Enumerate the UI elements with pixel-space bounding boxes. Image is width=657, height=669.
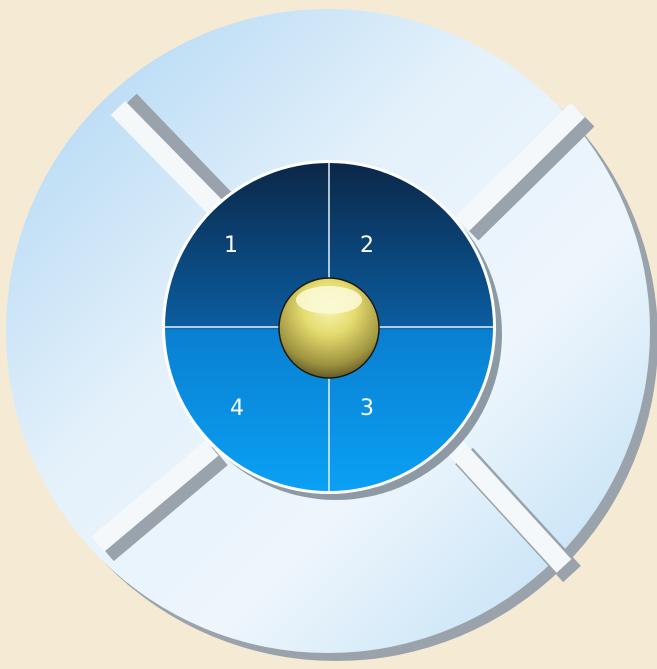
quadrant-label-3: 3 [360, 396, 374, 421]
quadrant-label-2: 2 [360, 233, 374, 258]
quadrant-label-4: 4 [230, 396, 244, 421]
center-knob-highlight [296, 286, 362, 314]
quadrant-label-1: 1 [224, 233, 238, 258]
